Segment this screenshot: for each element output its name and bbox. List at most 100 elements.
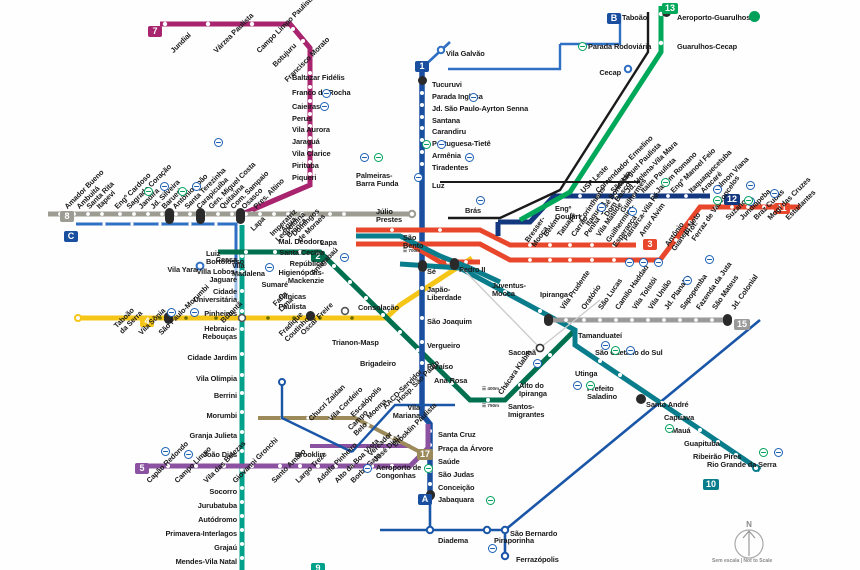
station-label[interactable]: Tucuruvi bbox=[432, 80, 462, 89]
station-label[interactable]: Piqueri bbox=[292, 173, 317, 182]
station-label[interactable]: Utinga bbox=[575, 369, 598, 378]
line-badge-c[interactable]: C bbox=[64, 231, 78, 242]
station-label[interactable]: Brooklin bbox=[294, 450, 324, 459]
station-label[interactable]: Trianon-Masp bbox=[332, 338, 379, 347]
station-label[interactable]: Higienópolis-Mackenzie bbox=[278, 268, 324, 285]
station-label[interactable]: Capuava bbox=[664, 413, 695, 422]
station-label[interactable]: São Bernardo bbox=[510, 529, 558, 538]
line-badge-4[interactable]: 4 bbox=[140, 316, 154, 327]
station-label[interactable]: Tamanduateí bbox=[578, 331, 622, 340]
line-badge-11[interactable]: 11 bbox=[774, 203, 790, 214]
station-label[interactable]: Carandiru bbox=[432, 127, 467, 136]
line-badge-9[interactable]: 9 bbox=[311, 563, 325, 570]
station-label[interactable]: Vila Olímpia bbox=[196, 374, 237, 383]
station-label[interactable]: Sacomã bbox=[508, 348, 536, 357]
station-label[interactable]: Sumaré bbox=[261, 280, 288, 289]
line-badge-7[interactable]: 7 bbox=[148, 26, 162, 37]
line-badge-3[interactable]: 3 bbox=[643, 239, 657, 250]
station-label[interactable]: Mendes-Vila Natal bbox=[175, 557, 238, 566]
station-label[interactable]: Santa Cecília bbox=[279, 248, 324, 257]
station-label[interactable]: Vila Clarice bbox=[292, 149, 331, 158]
station-label[interactable]: Primavera-Interlagos bbox=[165, 529, 237, 538]
station-label[interactable]: Juventus-Mooca bbox=[492, 281, 527, 298]
station-label[interactable]: República bbox=[289, 259, 325, 268]
station-label[interactable]: Vergueiro bbox=[427, 341, 461, 350]
station-label[interactable]: Jd. São Paulo-Ayrton Senna bbox=[432, 104, 529, 113]
line-badge-12[interactable]: 12 bbox=[724, 194, 741, 205]
station-label[interactable]: Mal. Deodoro bbox=[278, 237, 324, 246]
station-label[interactable]: Guapituba bbox=[684, 439, 720, 448]
station-label[interactable]: Japão-Liberdade bbox=[427, 285, 462, 302]
station-label[interactable]: Diadema bbox=[438, 536, 469, 545]
line-badge-10[interactable]: 10 bbox=[703, 479, 720, 490]
station-label[interactable]: Saúde bbox=[438, 457, 460, 466]
station-label[interactable]: Santo André bbox=[646, 400, 689, 409]
station-label[interactable]: Socorro bbox=[209, 487, 237, 496]
station-label[interactable]: Vila Yara bbox=[167, 265, 197, 274]
station-label[interactable]: Franco da Rocha bbox=[292, 88, 351, 97]
station-label[interactable]: Jurubatuba bbox=[197, 501, 237, 510]
station-label[interactable]: Jabaquara bbox=[438, 495, 475, 504]
station-label[interactable]: Paulista bbox=[278, 302, 306, 311]
station-label[interactable]: Hebraica-Rebouças bbox=[202, 324, 237, 341]
station-label[interactable]: Granja Julieta bbox=[189, 431, 238, 440]
station-label[interactable]: Caieiras bbox=[292, 102, 320, 111]
line-badge-1[interactable]: 1 bbox=[415, 61, 429, 72]
line-badge-b[interactable]: B bbox=[607, 13, 621, 24]
station-label[interactable]: Piraporinha bbox=[494, 536, 534, 545]
station-label[interactable]: Santana bbox=[432, 116, 461, 125]
station-label[interactable]: Parada Inglesa bbox=[432, 92, 483, 101]
line-badge-5[interactable]: 5 bbox=[135, 463, 149, 474]
station-label[interactable]: Conceição bbox=[438, 483, 475, 492]
station-label[interactable]: Luz bbox=[432, 181, 445, 190]
station-label[interactable]: Santa Cruz bbox=[438, 430, 476, 439]
station-label[interactable]: Vila Aurora bbox=[292, 125, 330, 134]
station-label[interactable]: Tiradentes bbox=[432, 163, 469, 172]
station-label[interactable]: Ceasa bbox=[215, 255, 237, 264]
line-badge-13[interactable]: 13 bbox=[662, 3, 679, 14]
station-label[interactable]: Jaraguá bbox=[292, 137, 320, 146]
station-label[interactable]: Clínicas bbox=[278, 292, 306, 301]
station-label[interactable]: Ana Rosa bbox=[434, 376, 468, 385]
line-badge-2[interactable]: 2 bbox=[311, 251, 325, 262]
station-label[interactable]: Perus bbox=[292, 114, 313, 123]
station-label[interactable]: São Judas bbox=[438, 470, 475, 479]
station-label[interactable]: Taboão bbox=[622, 13, 648, 22]
station-label[interactable]: Parada Rodoviária bbox=[588, 42, 652, 51]
station-label[interactable]: Aeroporto-Guarulhos bbox=[677, 13, 751, 22]
station-label[interactable]: Mauá bbox=[672, 426, 691, 435]
station-label[interactable]: Brigadeiro bbox=[360, 359, 396, 368]
station-label[interactable]: Armênia bbox=[432, 151, 461, 160]
station-label[interactable]: Guarulhos-Cecap bbox=[677, 42, 738, 51]
station-label[interactable]: Morumbi bbox=[206, 411, 237, 420]
station-label[interactable]: Palmeiras-Barra Funda bbox=[356, 171, 399, 188]
station-label[interactable]: Paraíso bbox=[427, 362, 454, 371]
line-badge-a[interactable]: A bbox=[418, 494, 432, 505]
station-label[interactable]: Rio Grande da Serra bbox=[707, 460, 777, 469]
line-badge-15[interactable]: 15 bbox=[734, 319, 751, 330]
station-label[interactable]: Praça da Árvore bbox=[438, 444, 494, 453]
station-label[interactable]: Sé bbox=[427, 267, 436, 276]
line-badge-17[interactable]: 17 bbox=[417, 449, 434, 460]
station-label[interactable]: Ipiranga bbox=[540, 290, 568, 299]
station-label[interactable]: Portuguesa-Tietê bbox=[432, 139, 491, 148]
station-label[interactable]: Baltazar Fidélis bbox=[292, 73, 345, 82]
station-label[interactable]: Consolação bbox=[358, 303, 399, 312]
station-label[interactable]: Berrini bbox=[213, 391, 237, 400]
station-label[interactable]: Brás bbox=[465, 206, 482, 215]
station-label[interactable]: Ferrazópolis bbox=[516, 555, 559, 564]
station-label[interactable]: Villa Lobos-Jaguaré bbox=[196, 267, 237, 284]
station-label[interactable]: Cidade Jardim bbox=[187, 353, 237, 362]
station-label[interactable]: Ribeirão Pires bbox=[693, 452, 742, 461]
station-label[interactable]: Pinheiros bbox=[204, 309, 237, 318]
station-label[interactable]: Autódromo bbox=[198, 515, 237, 524]
station-label[interactable]: Cecap bbox=[599, 68, 621, 77]
